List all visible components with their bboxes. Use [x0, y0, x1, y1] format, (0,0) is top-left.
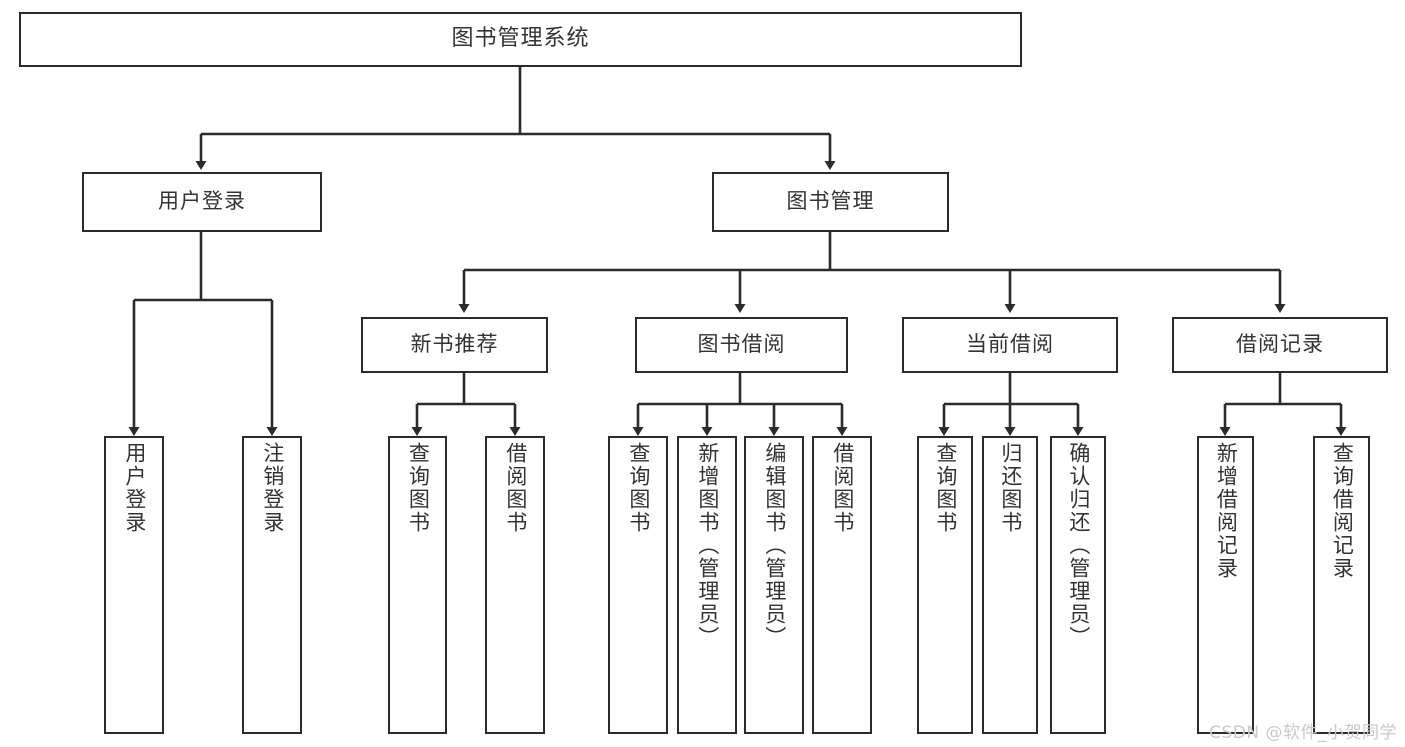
- leaf-book-borrow-add-book-admin[interactable]: 新增图书（管理员）: [677, 436, 737, 734]
- node-borrow-record[interactable]: 借阅记录: [1172, 317, 1388, 373]
- leaf-book-borrow-borrow-book[interactable]: 借阅图书: [812, 436, 872, 734]
- leaf-current-borrow-return-book[interactable]: 归还图书: [982, 436, 1038, 734]
- node-new-book-recommend[interactable]: 新书推荐: [361, 317, 548, 373]
- watermark-text: CSDN @软件_小贺同学: [1209, 723, 1397, 743]
- node-label: 查询借阅记录: [1330, 442, 1355, 580]
- leaf-book-borrow-edit-book-admin[interactable]: 编辑图书（管理员）: [744, 436, 804, 734]
- node-label: 图书管理: [786, 189, 875, 214]
- node-label: 图书借阅: [697, 332, 786, 357]
- node-label: 新书推荐: [410, 332, 499, 357]
- node-root-book-management-system[interactable]: 图书管理系统: [19, 12, 1022, 67]
- node-label: 图书管理系统: [451, 26, 590, 52]
- leaf-user-login-logout[interactable]: 注销登录: [242, 436, 302, 734]
- node-user-login[interactable]: 用户登录: [82, 172, 322, 232]
- node-label: 用户登录: [158, 189, 246, 214]
- node-book-borrow[interactable]: 图书借阅: [635, 317, 848, 373]
- node-label: 归还图书: [998, 442, 1023, 534]
- leaf-user-login-login[interactable]: 用户登录: [104, 436, 164, 734]
- node-label: 新增图书（管理员）: [695, 442, 720, 649]
- node-label: 确认归还（管理员）: [1066, 442, 1091, 649]
- leaf-book-borrow-query-book[interactable]: 查询图书: [608, 436, 668, 734]
- node-label: 用户登录: [122, 442, 147, 534]
- node-label: 当前借阅: [966, 332, 1054, 357]
- node-book-management[interactable]: 图书管理: [712, 172, 949, 232]
- leaf-new-book-borrow-book[interactable]: 借阅图书: [485, 436, 545, 734]
- leaf-borrow-record-add-record[interactable]: 新增借阅记录: [1197, 436, 1254, 734]
- node-label: 查询图书: [406, 442, 431, 534]
- node-label: 查询图书: [933, 442, 958, 534]
- leaf-new-book-query-book[interactable]: 查询图书: [388, 436, 447, 734]
- node-label: 借阅图书: [503, 442, 528, 534]
- node-label: 新增借阅记录: [1214, 442, 1239, 580]
- leaf-current-borrow-query-book[interactable]: 查询图书: [917, 436, 973, 734]
- node-current-borrow[interactable]: 当前借阅: [902, 317, 1118, 373]
- leaf-current-borrow-confirm-return-admin[interactable]: 确认归还（管理员）: [1050, 436, 1106, 734]
- node-label: 借阅记录: [1236, 332, 1324, 357]
- leaf-borrow-record-query-record[interactable]: 查询借阅记录: [1313, 436, 1370, 734]
- node-label: 借阅图书: [830, 442, 855, 534]
- node-label: 注销登录: [260, 442, 285, 534]
- node-label: 查询图书: [626, 442, 651, 534]
- node-label: 编辑图书（管理员）: [762, 442, 787, 649]
